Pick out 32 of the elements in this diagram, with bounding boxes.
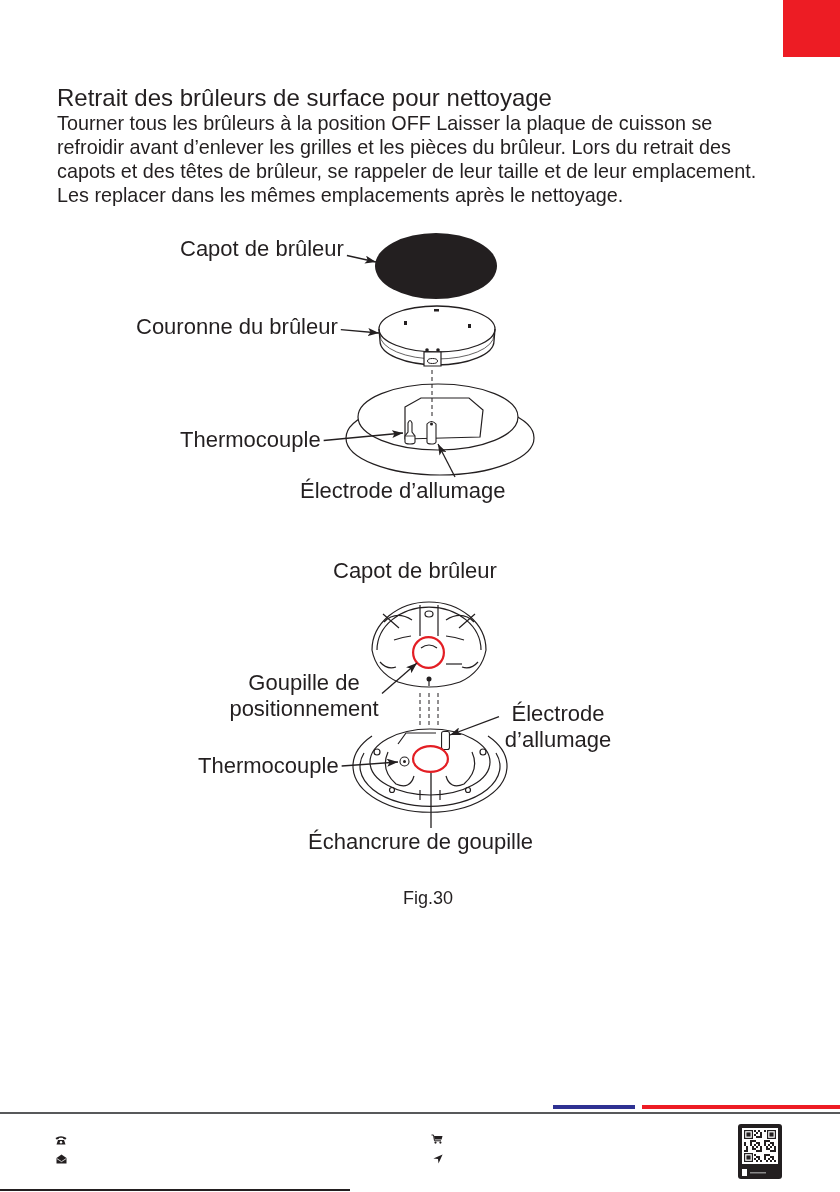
part-label: Capot de brûleur xyxy=(180,236,344,262)
electrode-drawing xyxy=(441,731,450,750)
thermocouple-drawing xyxy=(398,755,411,768)
alignment-line xyxy=(428,692,430,728)
part-label: Électrode d’allumage xyxy=(502,701,614,753)
burner-cap-drawing xyxy=(375,233,497,299)
figure-caption: Fig.30 xyxy=(403,888,454,909)
section-title: Retrait des brûleurs de surface pour nettoyage xyxy=(57,84,552,112)
part-label: Couronne du brûleur xyxy=(136,314,338,340)
leader-arrow xyxy=(341,758,399,767)
leader-arrow xyxy=(381,662,418,695)
alignment-line xyxy=(419,692,421,728)
leader-arrow xyxy=(437,443,456,478)
part-label: Capot de brûleur xyxy=(333,558,497,584)
part-label: Électrode d’allumage xyxy=(300,478,506,504)
leader-line xyxy=(430,772,432,829)
alignment-line xyxy=(437,692,439,728)
part-label: Thermocouple xyxy=(198,753,339,779)
leader-arrow xyxy=(340,328,380,336)
burner-crown-drawing xyxy=(377,304,497,370)
part-label: Goupille de positionnement xyxy=(229,670,379,722)
body-text: Tourner tous les brûleurs à la position OFF Laisser la plaque de cuisson se refroidir avant d’enlever les grilles et les pièces du brûleur. Lors du retrait des capots et des têtes de brûleur, se rappeler de leur taille et de leur emplacement. Les replacer dans les mêmes emplacements après le nettoyage. xyxy=(57,111,758,207)
alignment-line xyxy=(431,369,433,419)
leader-arrow xyxy=(449,715,500,736)
part-label: Échancrure de goupille xyxy=(308,829,534,855)
electrode-drawing xyxy=(425,418,438,446)
part-label: Thermocouple xyxy=(180,427,321,453)
leader-arrow xyxy=(346,254,377,264)
highlight-ring xyxy=(412,745,449,773)
highlight-ring xyxy=(412,636,445,669)
thermocouple-drawing xyxy=(402,417,418,446)
leader-arrow xyxy=(323,430,404,442)
